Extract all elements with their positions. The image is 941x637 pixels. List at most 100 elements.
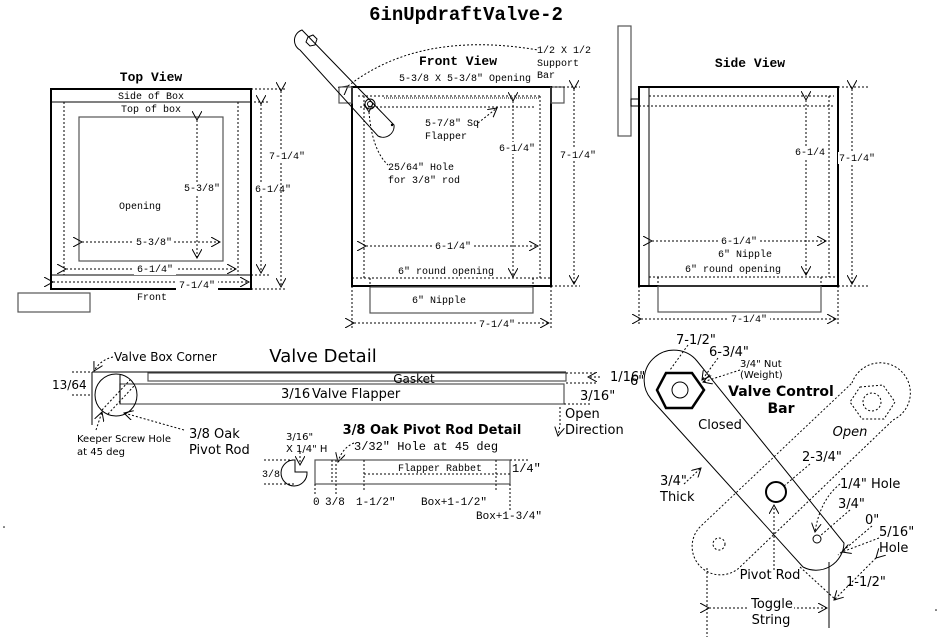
drawing-title: 6inUpdraftValve-2 bbox=[369, 4, 563, 26]
side-view-heading: Side View bbox=[715, 56, 785, 71]
side-control-bar bbox=[617, 25, 632, 137]
dim-gasket-label: 1/16" bbox=[610, 370, 645, 385]
support-bar-line1: 1/2 X 1/2 bbox=[537, 45, 591, 57]
gasket-label: Gasket bbox=[393, 372, 435, 386]
closed-label: Closed bbox=[698, 418, 742, 433]
flapper-rabbet-label: Flapper Rabbet bbox=[398, 463, 482, 475]
nut-label-line1: 3/4" Nut bbox=[740, 359, 782, 370]
front-dim-outer-width: 7-1/4" bbox=[479, 319, 515, 331]
front-dim-inner-height: 6-1/4" bbox=[499, 143, 535, 155]
front-nipple bbox=[369, 286, 534, 314]
rod-height-label: 1/4" bbox=[512, 462, 541, 476]
side-dim-inner-width: 6-1/4" bbox=[721, 236, 757, 248]
side-dim-outer-height: 7-1/4" bbox=[839, 153, 875, 165]
front-label: Front bbox=[137, 293, 167, 304]
pivot-rod-circle bbox=[94, 373, 138, 417]
flapper-label-line1: 5-7/8" Sq bbox=[425, 118, 479, 130]
pivot-rod-detail-heading: 3/8 Oak Pivot Rod Detail bbox=[343, 423, 522, 438]
side-nipple-text: 6" Nipple bbox=[718, 249, 772, 261]
open-label: Open bbox=[833, 425, 868, 440]
top-of-box-label: Top of box bbox=[121, 104, 181, 116]
pivot-rod bbox=[314, 459, 511, 485]
front-view: Front View 5-3/8 X 5-3/8" Opening 1/2 X … bbox=[294, 29, 598, 331]
hole-label-line2: for 3/8" rod bbox=[388, 175, 460, 187]
side-of-box-label: Side of Box bbox=[118, 91, 184, 103]
hole-516-line2: Hole bbox=[879, 541, 908, 556]
dim-6-3-4: 6-3/4" bbox=[709, 345, 749, 360]
rod-diameter-label: 3/8 bbox=[262, 469, 280, 481]
open-direction-line1: Open bbox=[565, 407, 600, 422]
support-bar-line3: Bar bbox=[537, 71, 555, 82]
tick-3-8: 3/8 bbox=[325, 497, 345, 509]
side-dim-inner-height: 6-1/4 bbox=[795, 147, 825, 159]
valve-control-bar: Valve Control Bar 7-1/2" 6-3/4" 6" 3/4" … bbox=[630, 333, 914, 637]
legend-box bbox=[17, 292, 91, 313]
rod-cross-section bbox=[280, 459, 308, 487]
tick-box-1-1-2: Box+1-1/2" bbox=[421, 497, 487, 509]
toggle-label-line2: String bbox=[752, 613, 791, 628]
front-view-heading: Front View bbox=[419, 54, 497, 69]
opening-label: Opening bbox=[119, 201, 161, 213]
control-bar-heading-line2: Bar bbox=[767, 401, 794, 417]
dim-inner-height: 6-1/4" bbox=[255, 184, 291, 196]
dim-inner-width: 6-1/4" bbox=[137, 264, 173, 276]
hole-516-line1: 5/16" bbox=[879, 525, 914, 540]
dim-2-3-4: 2-3/4" bbox=[802, 450, 842, 465]
pivot-rod-hole bbox=[765, 481, 787, 503]
dim-7-1-2: 7-1/2" bbox=[676, 333, 716, 348]
dim-outer-height: 7-1/4" bbox=[269, 151, 305, 163]
dim-flapper-label: 3/16" bbox=[580, 389, 615, 404]
nut-hexagon bbox=[655, 371, 706, 410]
front-nipple-label: 6" Nipple bbox=[412, 295, 466, 307]
opening-size-label: 5-3/8 X 5-3/8" Opening bbox=[399, 73, 531, 85]
notch-label-line1: 3/16" bbox=[286, 432, 313, 443]
thick-label-line2: Thick bbox=[659, 490, 695, 505]
top-view-opening bbox=[78, 116, 224, 262]
dim-6: 6" bbox=[630, 374, 644, 389]
front-round-opening: 6" round opening bbox=[398, 266, 494, 278]
side-view: Side View 6-1/4 7-1/4" 6-1/4" 6" Nipple … bbox=[617, 25, 878, 326]
control-bar-heading-line1: Valve Control bbox=[728, 384, 834, 400]
dim-3-4: 3/4" bbox=[838, 497, 865, 512]
valve-box-corner-label: Valve Box Corner bbox=[114, 350, 217, 364]
valve-flapper-label: Valve Flapper bbox=[312, 387, 401, 402]
side-dim-outer-width: 7-1/4" bbox=[731, 314, 767, 326]
hole-45-label: 3/32" Hole at 45 deg bbox=[354, 440, 498, 454]
open-direction-line2: Direction bbox=[565, 423, 624, 438]
flapper-label-line2: Flapper bbox=[425, 131, 467, 143]
tick-1-1-2: 1-1/2" bbox=[356, 497, 396, 509]
nut-label-line2: (Weight) bbox=[740, 370, 783, 381]
toggle-label-line1: Toggle bbox=[750, 597, 793, 612]
flapper-thickness-label: 3/16 bbox=[281, 387, 310, 402]
tick-0: 0 bbox=[313, 497, 320, 509]
dim-opening-height: 5-3/8" bbox=[184, 183, 220, 195]
top-view-box bbox=[50, 88, 252, 290]
support-bar-line2: Support bbox=[537, 59, 579, 70]
top-view-heading: Top View bbox=[120, 70, 183, 85]
tick-box-1-3-4: Box+1-3/4" bbox=[476, 511, 542, 523]
dim-1-1-2: 1-1/2" bbox=[846, 575, 886, 590]
pivot-rod-line2: Pivot Rod bbox=[189, 443, 250, 458]
pivot-rod-line1: 3/8 Oak bbox=[189, 427, 240, 442]
keeper-screw-line2: at 45 deg bbox=[77, 447, 125, 458]
side-round-opening: 6" round opening bbox=[685, 264, 781, 276]
control-bar-sketch bbox=[294, 29, 395, 138]
front-view-box bbox=[351, 86, 552, 287]
front-dim-outer-height: 7-1/4" bbox=[560, 150, 596, 162]
side-nipple bbox=[657, 285, 822, 313]
top-view: Top View Side of Box Top of box Opening … bbox=[17, 70, 306, 313]
valve-detail-heading: Valve Detail bbox=[269, 346, 376, 367]
keeper-screw-line1: Keeper Screw Hole bbox=[77, 434, 171, 445]
pivot-rod-detail: 3/8 Oak Pivot Rod Detail 3/16" X 1/4" H … bbox=[262, 423, 542, 523]
dim-outer-width: 7-1/4" bbox=[179, 280, 215, 292]
valve-detail: Valve Detail Valve Box Corner 13/64 Gask… bbox=[52, 346, 645, 458]
gasket bbox=[147, 372, 567, 382]
thick-label-line1: 3/4" bbox=[660, 474, 687, 489]
front-dim-inner-width: 6-1/4" bbox=[435, 241, 471, 253]
quarter-hole-label: 1/4" Hole bbox=[840, 477, 900, 492]
dim-opening-width: 5-3/8" bbox=[136, 237, 172, 249]
dim-corner-label: 13/64 bbox=[52, 378, 87, 392]
hole-label-line1: 25/64" Hole bbox=[388, 162, 454, 174]
dim-0: 0" bbox=[865, 513, 879, 528]
